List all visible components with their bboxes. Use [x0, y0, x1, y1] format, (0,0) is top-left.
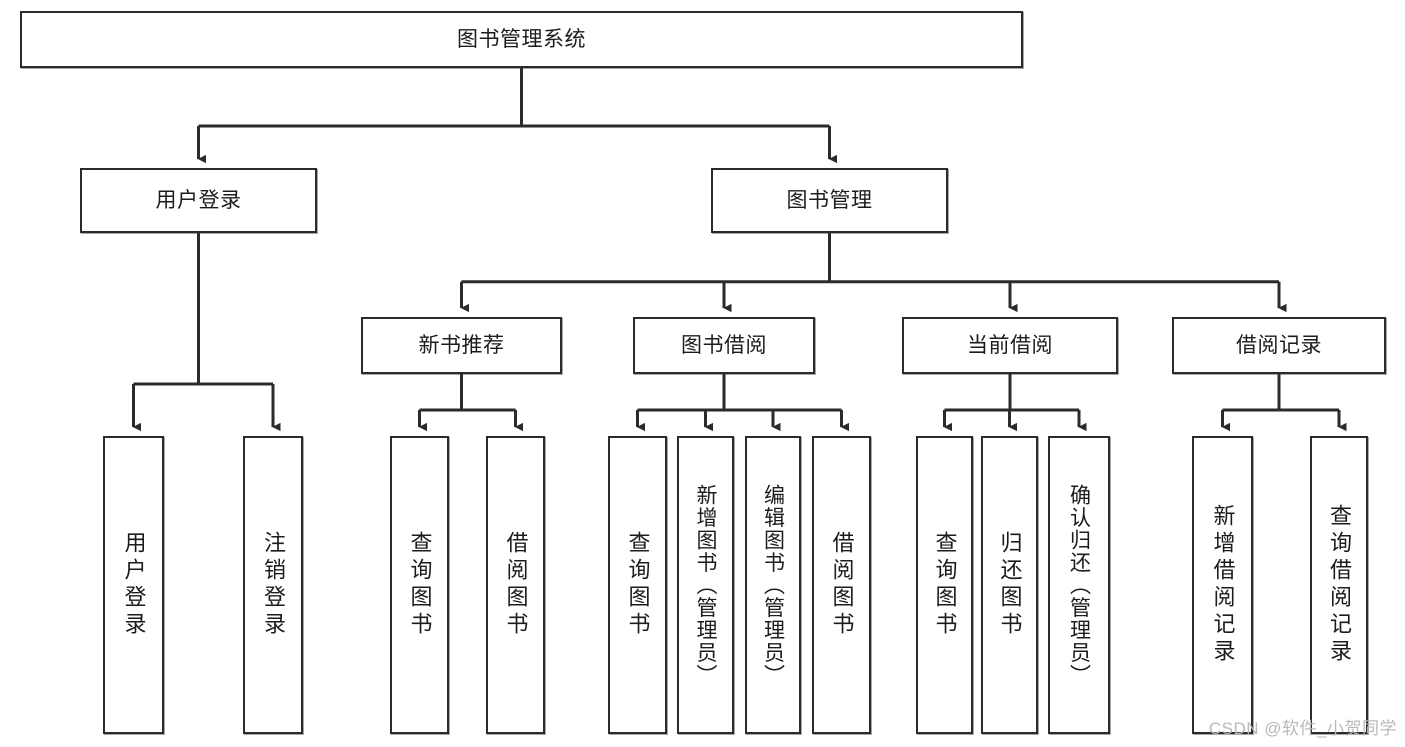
- node-book-borrow[interactable]: 图书借阅: [633, 317, 815, 374]
- node-label: 图书借阅: [681, 333, 767, 357]
- node-user-login[interactable]: 用户登录: [80, 168, 317, 233]
- node-label: 借阅记录: [1236, 333, 1322, 357]
- node-leaf-confirm-return[interactable]: 确认归还（管理员）: [1048, 436, 1110, 734]
- node-label: 查询图书: [932, 531, 958, 639]
- node-leaf-borrow-book-1[interactable]: 借阅图书: [486, 436, 545, 734]
- node-label: 编辑图书（管理员）: [761, 483, 785, 687]
- node-label: 图书管理系统: [457, 27, 586, 51]
- node-label: 用户登录: [155, 188, 242, 212]
- node-label: 注销登录: [261, 531, 286, 639]
- node-book-mgmt[interactable]: 图书管理: [711, 168, 948, 233]
- node-label: 图书管理: [786, 188, 873, 212]
- node-leaf-user-login[interactable]: 用户登录: [103, 436, 164, 734]
- node-label: 归还图书: [997, 531, 1023, 639]
- node-label: 查询图书: [407, 531, 433, 639]
- node-leaf-query-record[interactable]: 查询借阅记录: [1310, 436, 1368, 734]
- node-leaf-query-book-2[interactable]: 查询图书: [608, 436, 667, 734]
- node-leaf-query-book-3[interactable]: 查询图书: [916, 436, 973, 734]
- node-root[interactable]: 图书管理系统: [20, 11, 1023, 68]
- node-leaf-logout[interactable]: 注销登录: [243, 436, 303, 734]
- node-current-borrow[interactable]: 当前借阅: [902, 317, 1118, 374]
- node-leaf-query-book-1[interactable]: 查询图书: [390, 436, 449, 734]
- node-leaf-add-record[interactable]: 新增借阅记录: [1192, 436, 1253, 734]
- node-leaf-borrow-book-2[interactable]: 借阅图书: [812, 436, 871, 734]
- node-label: 新增图书（管理员）: [694, 483, 717, 687]
- node-label: 借阅图书: [503, 531, 529, 639]
- node-label: 查询图书: [625, 531, 651, 639]
- watermark-csdn: CSDN @软件_小贺同学: [1208, 719, 1397, 738]
- node-leaf-return-book[interactable]: 归还图书: [981, 436, 1038, 734]
- node-borrow-record[interactable]: 借阅记录: [1172, 317, 1386, 374]
- node-leaf-edit-book[interactable]: 编辑图书（管理员）: [745, 436, 801, 734]
- node-label: 新书推荐: [418, 333, 505, 357]
- node-label: 借阅图书: [829, 531, 855, 639]
- node-leaf-add-book[interactable]: 新增图书（管理员）: [677, 436, 734, 734]
- node-label: 当前借阅: [967, 333, 1053, 357]
- node-label: 新增借阅记录: [1210, 504, 1236, 666]
- node-label: 确认归还（管理员）: [1067, 483, 1091, 687]
- node-label: 查询借阅记录: [1327, 504, 1352, 666]
- node-label: 用户登录: [121, 531, 147, 639]
- node-new-book-rec[interactable]: 新书推荐: [361, 317, 562, 374]
